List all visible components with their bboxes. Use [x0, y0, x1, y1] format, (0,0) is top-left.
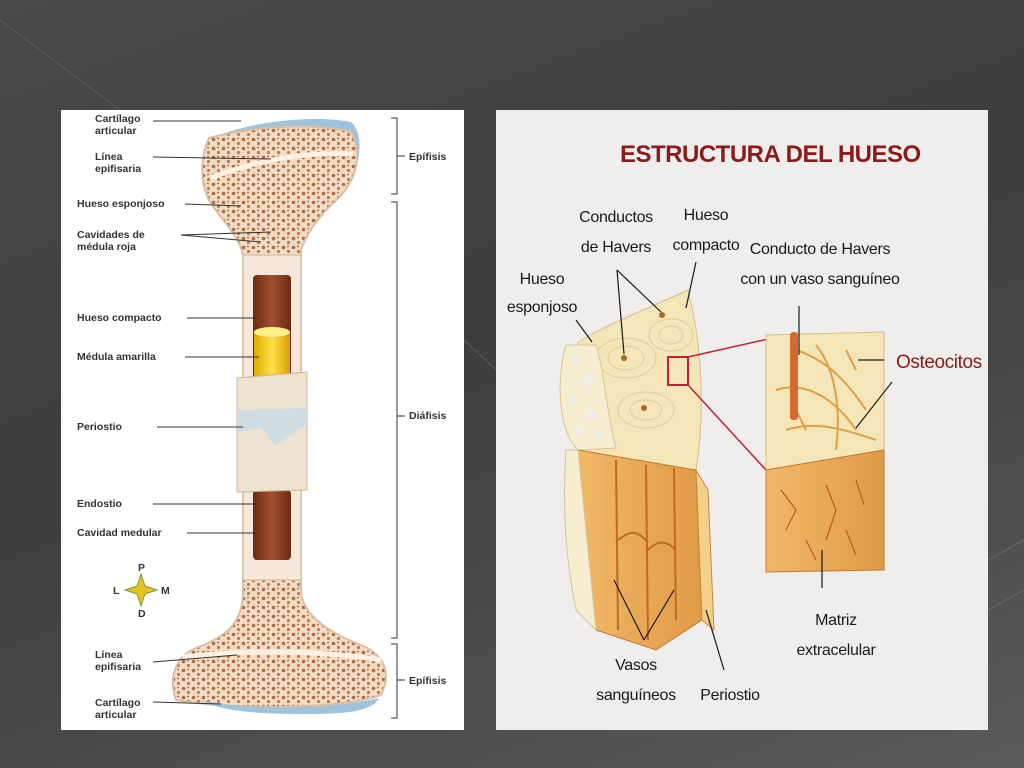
svg-text:M: M [161, 585, 170, 597]
bottom-articular-cartilage [201, 698, 379, 714]
label-endostio: Endostio [77, 498, 122, 510]
region-diafisis: Diáfisis [409, 410, 447, 422]
zoom-source-box [667, 356, 689, 386]
spongy-holes [570, 355, 604, 439]
label-periostio: Periostio [700, 687, 760, 704]
label-hueso-compacto: Hueso compacto [77, 312, 162, 324]
region-epifisis-top: Epífisis [409, 151, 447, 163]
bone-structure-diagram: ESTRUCTURA DEL HUESO [507, 141, 982, 704]
spongy-bone-top [559, 344, 617, 451]
leader-lines [152, 117, 405, 719]
svg-text:D: D [138, 608, 146, 620]
haversian-canals-front [615, 459, 677, 641]
label-medula-amarilla: Médula amarilla [77, 351, 156, 363]
orientation-compass-icon: P D L M [113, 562, 170, 620]
zoom-top-face [765, 331, 885, 471]
svg-text:L: L [113, 585, 120, 597]
bone-structure-panel: ESTRUCTURA DEL HUESO [496, 110, 988, 730]
zoom-front-face [765, 449, 885, 573]
yellow-marrow [254, 332, 290, 380]
bottom-epiphyseal-line [182, 649, 382, 663]
label-cavidad-medular: Cavidad medular [77, 527, 162, 539]
spongy-bone-side [563, 449, 597, 632]
label-hueso-esponjoso: Hueso esponjoso [77, 198, 165, 210]
osteocyte-network [775, 344, 877, 451]
medullary-cavity-lower [253, 490, 291, 560]
periosteum-strip [695, 469, 715, 632]
zoom-front-cells [780, 479, 865, 561]
region-epifisis-bottom: Epífisis [409, 675, 447, 687]
diagram-title: ESTRUCTURA DEL HUESO [620, 141, 921, 168]
label-osteocitos: Osteocitos [896, 352, 982, 373]
label-periostio: Periostio [77, 421, 122, 433]
compact-bone-front-face [577, 449, 703, 651]
svg-text:P: P [138, 562, 145, 574]
haversian-vessel [790, 332, 798, 420]
right-leader-lines [575, 261, 893, 671]
top-epiphyseal-line [210, 151, 354, 181]
